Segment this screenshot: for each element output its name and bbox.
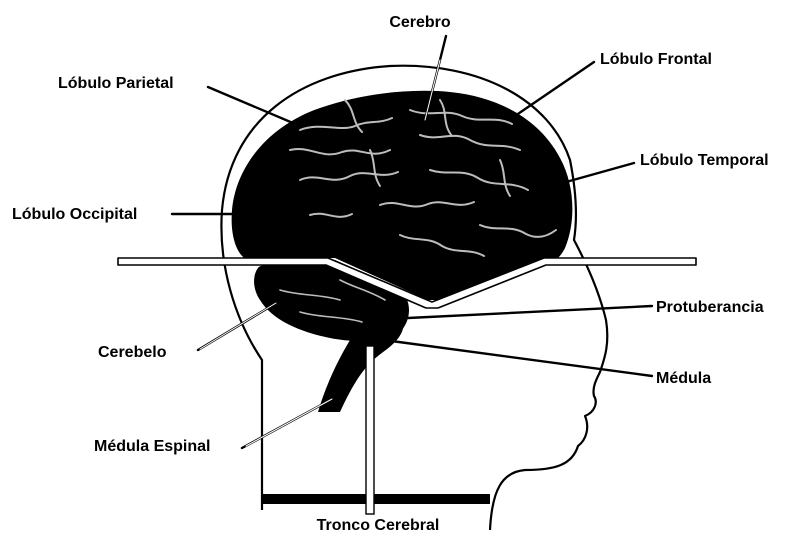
label-cerebro: Cerebro: [389, 14, 451, 31]
leader-lobulo-frontal: [512, 62, 594, 118]
label-medula-espinal: Médula Espinal: [94, 438, 210, 455]
label-tronco-cerebral: Tronco Cerebral: [317, 517, 440, 534]
label-lobulo-temporal: Lóbulo Temporal: [640, 152, 769, 169]
label-lobulo-frontal: Lóbulo Frontal: [600, 51, 712, 68]
leader-medula: [384, 340, 652, 376]
label-medula: Médula: [656, 370, 711, 387]
neck-base-bar: [262, 494, 490, 504]
label-lobulo-parietal: Lóbulo Parietal: [58, 75, 174, 92]
label-lobulo-occipital: Lóbulo Occipital: [12, 206, 137, 223]
leader-protuberancia: [408, 306, 652, 318]
leader-lobulo-parietal: [208, 87, 300, 126]
tronco-cerebral-bar: [366, 346, 374, 514]
label-cerebelo: Cerebelo: [98, 344, 167, 361]
leader-lobulo-temporal: [566, 163, 634, 182]
label-protuberancia: Protuberancia: [656, 299, 764, 316]
